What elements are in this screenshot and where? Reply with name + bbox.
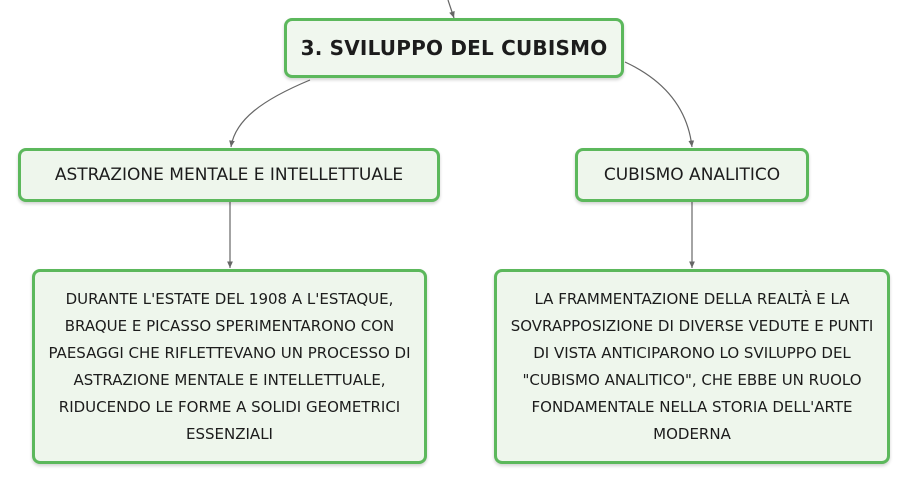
branch-node-cubismo-analitico[interactable]: CUBISMO ANALITICO <box>575 148 809 202</box>
detail-node-astrazione[interactable]: DURANTE L'ESTATE DEL 1908 A L'ESTAQUE, B… <box>32 269 427 464</box>
connector-main-to-cubismo <box>624 61 695 148</box>
branch-label-cubismo-analitico: CUBISMO ANALITICO <box>603 165 781 185</box>
detail-text-astrazione: DURANTE L'ESTATE DEL 1908 A L'ESTAQUE, B… <box>48 289 411 443</box>
connector-main-to-astrazione <box>229 79 311 148</box>
connector-parent-to-main <box>447 0 455 19</box>
detail-node-cubismo-analitico[interactable]: LA FRAMMENTAZIONE DELLA REALTÀ E LA SOVR… <box>494 269 890 464</box>
main-topic-label: 3. SVILUPPO DEL CUBISMO <box>300 36 608 60</box>
main-topic-node[interactable]: 3. SVILUPPO DEL CUBISMO <box>284 18 624 78</box>
branch-label-astrazione: ASTRAZIONE MENTALE E INTELLETTUALE <box>54 165 404 185</box>
detail-text-cubismo-analitico: LA FRAMMENTAZIONE DELLA REALTÀ E LA SOVR… <box>510 289 874 443</box>
branch-node-astrazione[interactable]: ASTRAZIONE MENTALE E INTELLETTUALE <box>18 148 440 202</box>
